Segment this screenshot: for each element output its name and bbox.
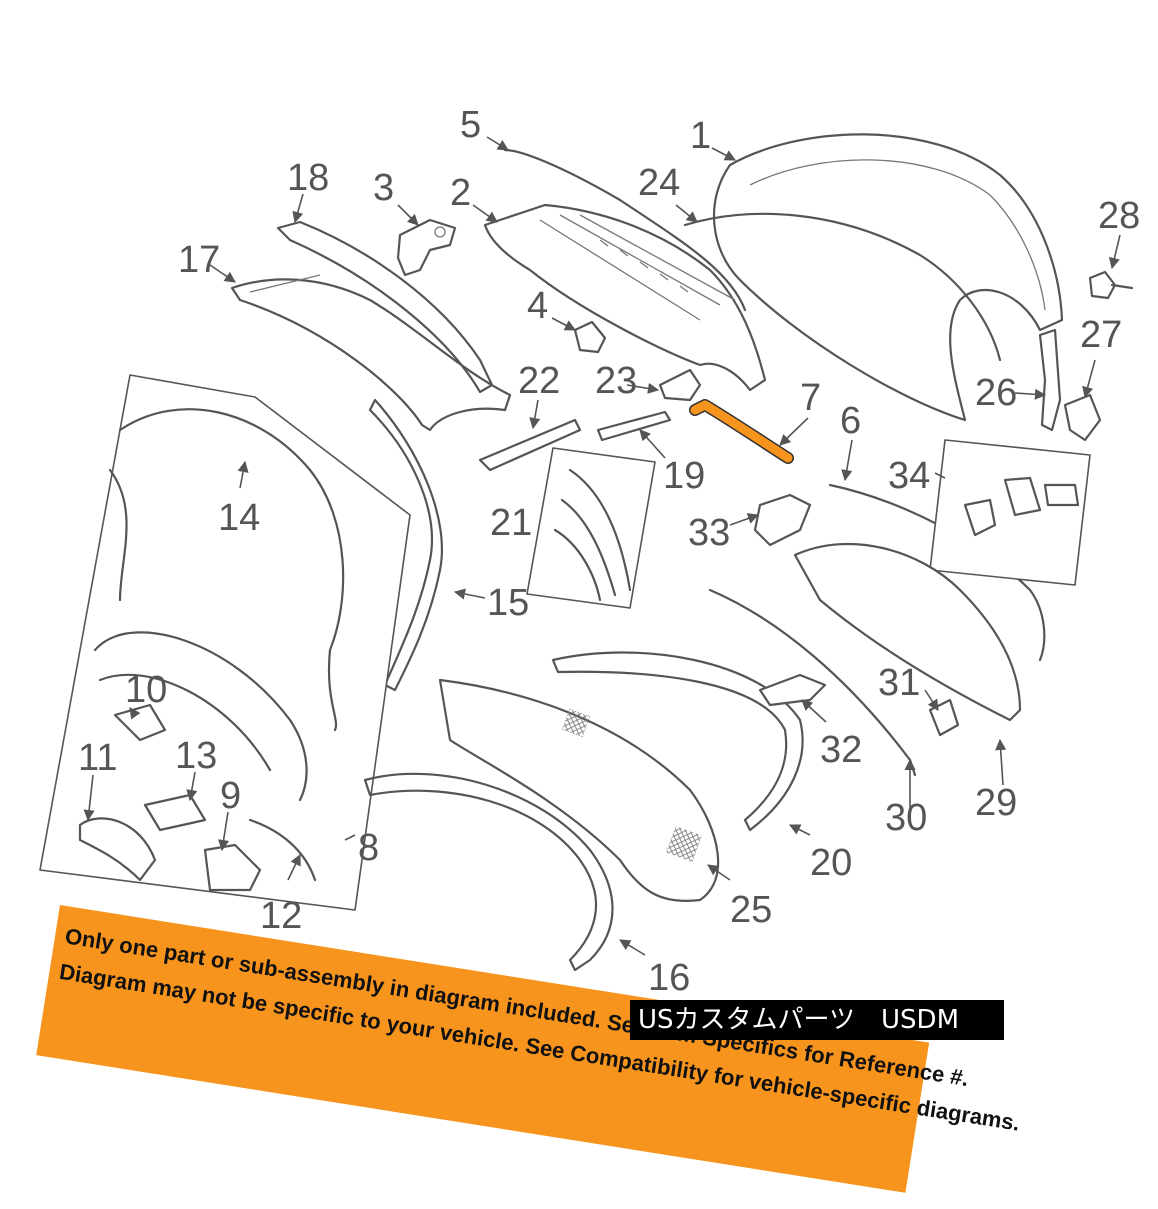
callout-4: 4 <box>527 285 548 327</box>
callout-labels: 1 5 2 3 18 17 4 24 28 27 26 22 23 7 6 19… <box>78 104 1140 999</box>
part-23-bracket <box>658 368 702 402</box>
part-4-bracket <box>573 320 607 354</box>
callout-24: 24 <box>638 162 680 204</box>
leader-lines <box>83 136 1121 956</box>
callout-22: 22 <box>518 360 560 402</box>
part-33-hinge <box>753 493 812 547</box>
callout-7: 7 <box>800 377 821 419</box>
callout-17: 17 <box>178 239 220 281</box>
callout-6: 6 <box>840 400 861 442</box>
part-19-strip <box>596 410 672 442</box>
callout-5: 5 <box>460 104 481 146</box>
callout-14: 14 <box>218 497 260 539</box>
callout-21: 21 <box>490 502 532 544</box>
callout-31: 31 <box>878 662 920 704</box>
callout-32: 32 <box>820 729 862 771</box>
part-21-box <box>526 447 656 609</box>
callout-20: 20 <box>810 842 852 884</box>
callout-25: 25 <box>730 889 772 931</box>
callout-13: 13 <box>175 735 217 777</box>
part-2-bow-panel <box>483 203 767 392</box>
callout-23: 23 <box>595 360 637 402</box>
callout-10: 10 <box>125 669 167 711</box>
callout-26: 26 <box>975 372 1017 414</box>
part-5-seal <box>503 148 747 312</box>
part-17-rail <box>230 274 512 432</box>
callout-30: 30 <box>885 797 927 839</box>
callout-34: 34 <box>888 455 930 497</box>
part-16-seal <box>363 772 614 972</box>
part-34-box <box>929 439 1091 586</box>
callout-18: 18 <box>287 157 329 199</box>
part-32-latch <box>758 673 827 707</box>
callout-1: 1 <box>690 115 711 157</box>
watermark-banner: USカスタムパーツ USDM <box>630 1000 1004 1040</box>
callout-3: 3 <box>373 167 394 209</box>
callout-27: 27 <box>1080 314 1122 356</box>
part-30-rail <box>708 588 917 777</box>
part-22-strip <box>478 418 582 472</box>
parts-diagram: 1 5 2 3 18 17 4 24 28 27 26 22 23 7 6 19… <box>39 104 1140 999</box>
callout-9: 9 <box>220 775 241 817</box>
callout-12: 12 <box>260 895 302 937</box>
callout-33: 33 <box>688 512 730 554</box>
callout-28: 28 <box>1098 195 1140 237</box>
part-24-liner <box>683 212 1002 362</box>
callout-29: 29 <box>975 782 1017 824</box>
part-7-seal-highlighted <box>689 399 794 464</box>
callout-11: 11 <box>78 737 117 779</box>
part-3-latch <box>396 218 457 277</box>
part-29-panel <box>793 542 1022 722</box>
callout-2: 2 <box>450 172 471 214</box>
part-26-bracket <box>1038 328 1062 432</box>
part-27-bracket <box>1063 393 1102 442</box>
callout-19: 19 <box>663 455 705 497</box>
part-25-lower-panel <box>438 678 720 902</box>
part-20-seal <box>551 651 804 832</box>
part-28-bolt <box>1088 270 1134 300</box>
part-8-assembly-box <box>39 374 411 911</box>
callout-15: 15 <box>487 582 529 624</box>
callout-8: 8 <box>358 827 379 869</box>
callout-16: 16 <box>648 957 690 999</box>
part-1-top-cover <box>712 133 1064 422</box>
part-18-front-rail <box>276 220 494 394</box>
